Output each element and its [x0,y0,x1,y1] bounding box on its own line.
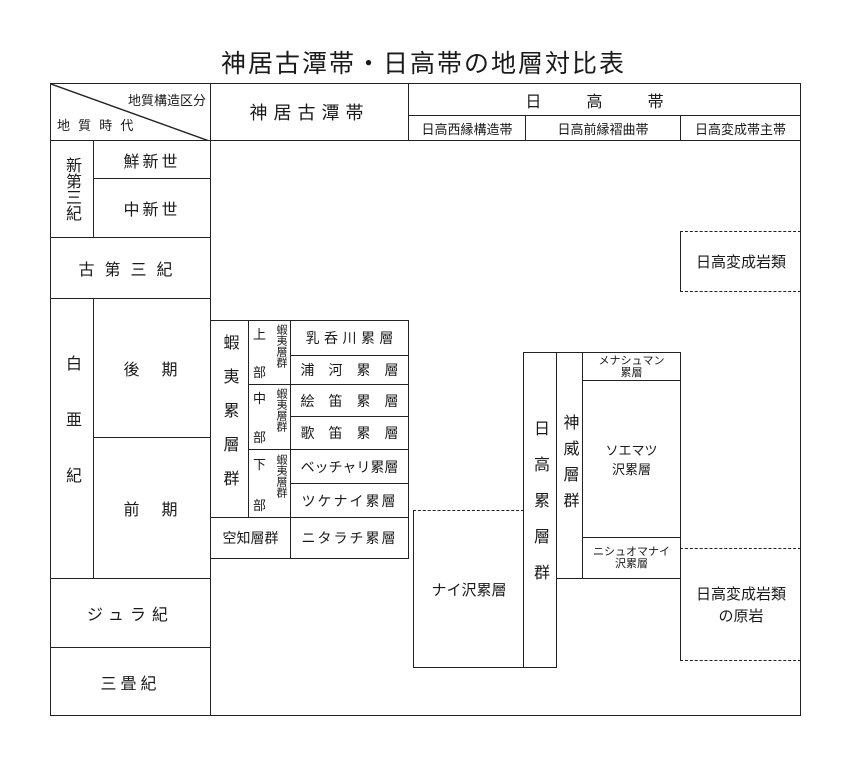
formation-nishuomanai: ニシュオマナイ 沢累層 [582,537,681,579]
jurassic-cell: ジュラ紀 [50,578,211,648]
formation-chinomigawa: 乳 呑 川 累 層 [290,320,409,356]
hidaka-meta-header: 日高変成帯主帯 [680,115,801,141]
hidaka-metamorphic-cell: 日高変成岩類 [680,231,801,292]
corner-header: 地質構造区分 地 質 時 代 [50,83,211,141]
page-title: 神居古潭帯・日高帯の地層対比表 [220,49,626,78]
kamuikotan-header: 神居古潭帯 [210,83,409,141]
middle-label: 中 [253,392,267,407]
hidaka-fold-header: 日高前縁褶曲帯 [525,115,681,141]
late-cretaceous-cell: 後 期 [93,298,211,438]
protolith-line2: の原岩 [718,606,764,625]
hidaka-supergroup-cell: 日高累層群 [523,352,557,668]
cretaceous-cell: 白亜紀 [50,298,94,579]
early-cretaceous-cell: 前 期 [93,437,211,579]
formation-soematsuzawa: ソエマツ沢累層 [582,380,681,538]
middle-ezo-group-cell: 中 部 蝦夷層群 [248,384,291,450]
corner-top-label: 地質構造区分 [127,94,206,109]
bu-label: 部 [253,366,267,381]
miocene-cell: 中新世 [93,178,211,238]
formation-tsukenai: ツケナイ累層 [290,483,409,518]
bu-label: 部 [253,431,267,446]
upper-label: 上 [253,328,267,343]
paleogene-cell: 古第三紀 [50,237,211,299]
nishuomanai-line1: ニシュオマナイ [593,545,670,558]
sorachi-group-cell: 空知層群 [210,517,291,559]
upper-ezo-group-cell: 上 部 蝦夷層群 [248,320,291,385]
formation-betchari: ベッチャリ累層 [290,449,409,484]
protolith-line1: 日高変成岩類 [695,584,786,603]
bu-label: 部 [253,499,267,514]
metamorphic-protolith-cell: 日高変成岩類 の原岩 [680,548,801,661]
nishuomanai-line2: 沢累層 [615,557,648,570]
ezo-group-label: 蝦夷層群 [275,454,288,498]
formation-menashuman: メナシュマン累層 [582,352,681,381]
triassic-cell: 三畳紀 [50,647,211,716]
kamui-group-cell: 神威層群 [556,352,583,579]
ezo-group-label: 蝦夷層群 [275,324,288,368]
hidaka-header: 日 高 帯 [408,83,801,116]
formation-utafue: 歌 笛 累 層 [290,416,409,450]
diagonal-divider [51,84,209,140]
corner-bottom-label: 地 質 時 代 [57,119,136,134]
pliocene-cell: 鮮新世 [93,140,211,179]
formation-nitarachi: ニタラチ累層 [290,517,409,559]
lower-ezo-group-cell: 下 部 蝦夷層群 [248,449,291,518]
lower-label: 下 [253,458,267,473]
naisawa-formation-cell: ナイ沢累層 [413,510,524,668]
hidaka-west-header: 日高西縁構造帯 [408,115,526,141]
ezo-group-label: 蝦夷層群 [275,388,288,432]
neogene-cell: 新第三紀 [50,140,94,238]
formation-efue: 絵 笛 累 層 [290,384,409,417]
formation-urakawa: 浦 河 累 層 [290,355,409,385]
ezo-supergroup-cell: 蝦夷累層群 [210,320,249,518]
